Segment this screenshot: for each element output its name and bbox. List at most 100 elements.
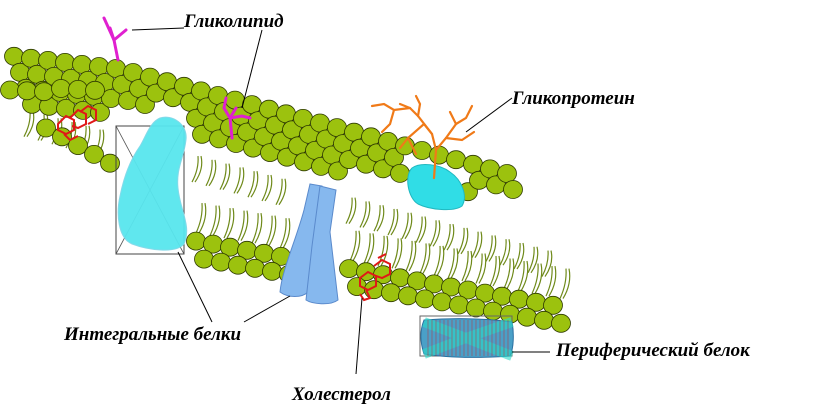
lipid-head: [85, 80, 105, 100]
lipid-tail: [517, 260, 529, 292]
lipid-tail: [237, 210, 249, 241]
lipid-head: [543, 295, 563, 315]
lipid-head: [398, 286, 418, 306]
integral-line-1: [177, 251, 213, 323]
lipid-tail: [387, 208, 399, 236]
lipid-head: [228, 255, 248, 275]
lipid-tail: [545, 265, 557, 297]
lipid-head: [17, 81, 37, 101]
lipid-head: [344, 122, 364, 142]
lipid-head: [52, 127, 72, 147]
label-peripheral-protein: Периферический белок: [555, 340, 751, 361]
lipid-tail: [209, 205, 221, 236]
lipid-tail: [541, 250, 553, 277]
lipid-head: [89, 57, 109, 76]
lipid-tail: [513, 242, 525, 270]
lipid-tail: [363, 233, 375, 264]
lipid-tail: [219, 163, 231, 190]
peripheral-protein: [419, 315, 514, 361]
lipid-tail: [359, 201, 371, 228]
lipid-tail: [499, 239, 511, 266]
lipid-tail: [485, 235, 497, 262]
lipid-head: [463, 154, 483, 174]
lipid-head: [100, 153, 120, 173]
lipid-tail: [223, 208, 235, 239]
lipid-head: [72, 55, 92, 74]
lipid-tail: [247, 171, 259, 198]
lipid-head: [262, 261, 282, 281]
lipid-tail: [345, 197, 357, 224]
lipid-tail: [471, 231, 483, 259]
cholesterol-line: [355, 297, 363, 375]
lipid-head: [157, 72, 177, 92]
lipid-tail: [559, 268, 571, 299]
lipid-head: [415, 289, 435, 309]
label-glycoprotein: Гликопротеин: [511, 88, 635, 109]
lipid-tail: [429, 220, 441, 247]
lipid-head: [174, 76, 194, 96]
lipid-tail: [405, 240, 417, 272]
lipid-head: [378, 131, 398, 151]
lipid-tail: [275, 178, 287, 206]
lipid-head: [191, 81, 211, 101]
lipid-tail: [433, 245, 445, 277]
lipid-tail: [401, 212, 413, 240]
lipid-head: [259, 99, 279, 119]
lipid-head: [4, 46, 24, 66]
lipid-head: [211, 252, 231, 272]
integral-protein-shape: [117, 116, 188, 251]
phospholipid-heads: [0, 46, 571, 333]
integral-protein-left: [115, 116, 188, 255]
lipid-head: [503, 180, 523, 199]
lipid-head: [123, 63, 143, 82]
lipid-head: [21, 48, 41, 68]
lipid-tail: [349, 230, 361, 262]
lipid-head: [36, 118, 56, 138]
lipid-head: [339, 259, 359, 279]
lipid-head: [449, 295, 469, 315]
lipid-head: [480, 159, 500, 179]
lipid-head: [517, 307, 537, 327]
lipid-tail: [443, 223, 455, 251]
lipid-head: [194, 249, 214, 269]
lipid-head: [276, 104, 296, 124]
lipid-head: [327, 118, 347, 137]
lipid-head: [140, 67, 160, 87]
lipid-head: [55, 53, 75, 72]
integral-protein-helix-b: [305, 185, 339, 305]
glycolipid-top: [102, 16, 128, 62]
integral-line-2: [243, 295, 291, 323]
lipid-tail: [415, 216, 427, 243]
cholesterol-bottom: [359, 253, 391, 302]
lipid-head: [446, 150, 466, 170]
lipid-tail: [503, 258, 515, 289]
lipid-tail: [489, 255, 501, 287]
lipid-head: [84, 144, 104, 164]
glycolipid-line-1: [131, 27, 185, 31]
glycoprotein-line: [465, 97, 513, 133]
lipid-head: [429, 145, 449, 165]
lipid-head: [466, 298, 486, 318]
lipid-tail: [265, 215, 277, 246]
glycoprotein-chains: [370, 94, 476, 180]
cholesterol-top: [57, 104, 97, 142]
lipid-tail: [279, 218, 291, 249]
lipid-head: [38, 51, 58, 70]
lipid-tail: [419, 243, 431, 274]
label-cholesterol: Холестерол: [291, 384, 391, 405]
lipid-tail: [195, 202, 207, 234]
integral-protein-middle: [279, 183, 339, 305]
lipid-head: [534, 310, 554, 330]
lipid-head: [551, 313, 571, 333]
label-lines: [131, 27, 550, 375]
lipid-head: [361, 127, 381, 147]
lipid-head: [186, 231, 206, 251]
lipid-head: [242, 95, 262, 114]
label-glycolipid: Гликолипид: [183, 11, 284, 32]
lipid-tail: [391, 238, 403, 269]
lipid-tail: [261, 174, 273, 202]
lipid-head: [381, 283, 401, 303]
glycolipid-middle: [222, 96, 252, 140]
lipid-tail: [461, 250, 473, 282]
glycolipid-line-2: [241, 29, 263, 109]
